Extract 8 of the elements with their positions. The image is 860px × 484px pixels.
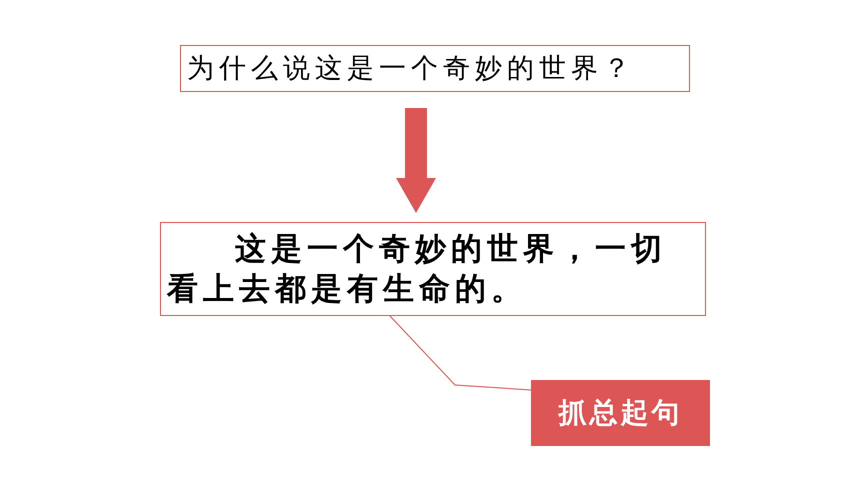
leader-line [390, 316, 532, 390]
statement-text: 这是一个奇妙的世界，一切看上去都是有生命的。 [167, 230, 668, 309]
question-box [180, 45, 690, 92]
block-arrow [396, 108, 436, 213]
question-text: 为什么说这是一个奇妙的世界？ [187, 52, 635, 86]
tag-box [531, 380, 710, 446]
tag-text: 抓总起句 [558, 394, 682, 431]
statement-box [160, 222, 706, 316]
